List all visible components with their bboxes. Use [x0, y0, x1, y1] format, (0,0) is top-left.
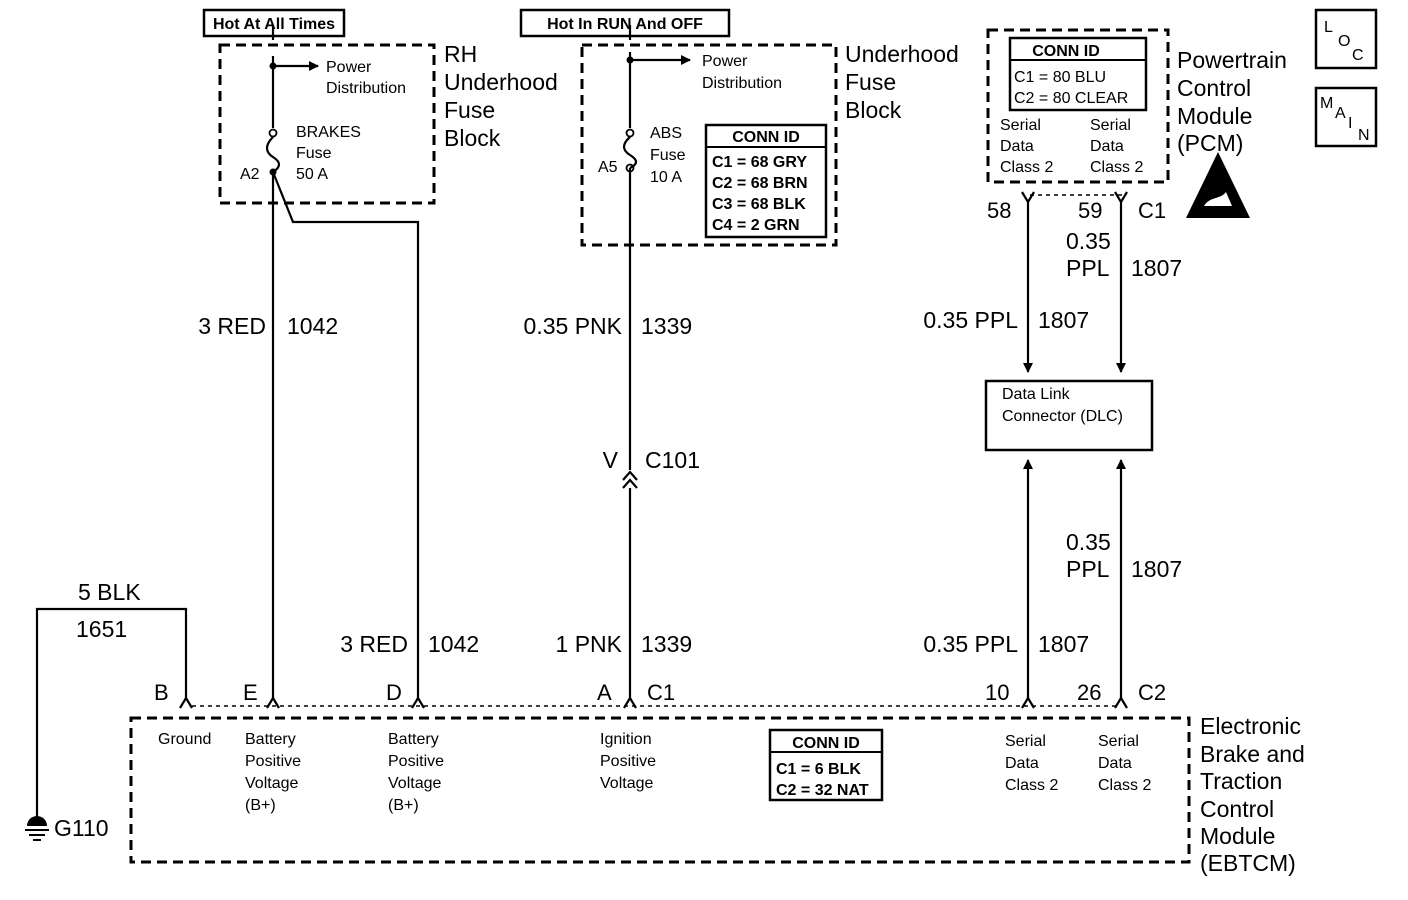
- svg-text:M: M: [1320, 95, 1333, 112]
- ebtcm-serial-left-text: Serial Data Class 2: [1005, 733, 1058, 794]
- ebtcm-pin-b: B: [154, 680, 169, 705]
- ebtcm-title: Electronic Brake and Traction Control Mo…: [1200, 713, 1311, 876]
- eb-right-circuit: 1807: [1131, 556, 1182, 582]
- ebtcm-bat2-text: Battery Positive Voltage (B+): [388, 731, 448, 814]
- uh-pin-a5: A5: [598, 159, 618, 176]
- ground-icon: [25, 816, 49, 841]
- pcm-right-color: 0.35 PPL: [1066, 228, 1117, 281]
- ground-circuit: 1651: [76, 616, 127, 642]
- c101-label: C101: [645, 447, 700, 473]
- ebtcm-pin-10-terminal: [1021, 695, 1035, 709]
- uh-block-title: Underhood Fuse Block: [845, 41, 965, 123]
- ebtcm-conn-id-box: CONN ID C1 = 6 BLK C2 = 32 NAT: [768, 728, 884, 802]
- ebtcm-pin-d-terminal: [411, 695, 425, 709]
- pcm-right-circuit: 1807: [1131, 255, 1182, 281]
- abs-fuse-symbol: [622, 136, 638, 169]
- svg-text:C: C: [1352, 47, 1364, 64]
- underhood-fuse-block: Underhood Fuse Block Power Distribution …: [580, 25, 965, 247]
- pcm-left-circuit: 1807: [1038, 307, 1089, 333]
- w4-circuit: 1339: [641, 631, 692, 657]
- wire-pnk-1339: 0.35 PNK 1339 V C101 1 PNK 1339: [524, 168, 700, 700]
- pcm-serial-right-text: Serial Data Class 2: [1090, 117, 1143, 176]
- c101-pin-v: V: [603, 447, 619, 473]
- ebtcm-pin-b-terminal: [179, 695, 193, 709]
- svg-text:A: A: [1335, 105, 1346, 122]
- w1-circuit: 1042: [287, 313, 338, 339]
- w4-color: 1 PNK: [556, 631, 623, 657]
- rh-power-dist-text: Power Distribution: [326, 59, 406, 97]
- ebtcm-pin-10: 10: [985, 680, 1009, 705]
- w3-circuit: 1042: [428, 631, 479, 657]
- ebtcm-pin-e: E: [243, 680, 258, 705]
- pcm-conn-id-box: CONN ID C1 = 80 BLU C2 = 80 CLEAR: [1008, 36, 1148, 112]
- wire-red-1042-right: 3 RED 1042: [271, 171, 479, 700]
- wire-pcm-58-to-dlc: 0.35 PPL 1807: [923, 202, 1089, 373]
- svg-text:CONN ID: CONN ID: [792, 735, 860, 752]
- ebtcm-serial-right-text: Serial Data Class 2: [1098, 733, 1151, 794]
- pcm-pin-58: 58: [987, 198, 1011, 223]
- wire-ebtcm-10-to-dlc: 0.35 PPL 1807: [923, 459, 1089, 700]
- pcm-title: Powertrain Control Module (PCM): [1177, 47, 1293, 156]
- ebtcm-ign-text: Ignition Positive Voltage: [600, 731, 660, 792]
- main-icon: M A I N: [1314, 86, 1378, 148]
- wire-pcm-59-to-dlc: 0.35 PPL 1807: [1066, 202, 1182, 373]
- eb-right-color: 0.35 PPL: [1066, 529, 1117, 582]
- svg-text:C1 = 68 GRY C2 = 68 BR: C1 = 68 GRY C2 = 68 BRN C3 = 68 BLK C4 =…: [712, 154, 812, 234]
- ground-color: 5 BLK: [78, 579, 141, 605]
- ebtcm-pin-c2: C2: [1138, 680, 1166, 705]
- ebtcm-bat1-text: Battery Positive Voltage (B+): [245, 731, 305, 814]
- ebtcm-pin-c1: C1: [647, 680, 675, 705]
- svg-text:N: N: [1358, 127, 1370, 144]
- ebtcm-module: Electronic Brake and Traction Control Mo…: [129, 680, 1311, 876]
- c101-inline-connector: [622, 470, 638, 489]
- w2-color: 0.35 PNK: [524, 313, 623, 339]
- pcm-pin-59-terminal: [1114, 191, 1128, 205]
- w2-circuit: 1339: [641, 313, 692, 339]
- w1-color: 3 RED: [198, 313, 266, 339]
- w3-color: 3 RED: [340, 631, 408, 657]
- ebtcm-pin-a-terminal: [623, 695, 637, 709]
- uh-power-dist-text: Power Distribution: [702, 53, 782, 92]
- svg-text:CONN ID: CONN ID: [732, 129, 800, 146]
- esd-warning-icon: [1186, 152, 1250, 218]
- rh-pin-a2: A2: [240, 166, 260, 183]
- data-link-connector: Data Link Connector (DLC): [984, 379, 1154, 452]
- loc-icon: L O C: [1314, 8, 1378, 70]
- ebtcm-pin-a: A: [597, 680, 612, 705]
- wire-ground-blk-1651: 5 BLK 1651 G110: [25, 579, 188, 841]
- rh-fuse-block: RH Underhood Fuse Block Power Distributi…: [218, 25, 564, 205]
- dlc-text: Data Link Connector (DLC): [1002, 386, 1123, 425]
- svg-text:C1 = 80 BLU C2 = 80 CL: C1 = 80 BLU C2 = 80 CLEAR: [1014, 69, 1128, 107]
- ebtcm-pin-26: 26: [1077, 680, 1101, 705]
- uh-conn-id-box: CONN ID C1 = 68 GRY C2 = 68 BRN C3 = 68 …: [704, 123, 828, 239]
- brakes-fuse-symbol: [265, 136, 281, 173]
- rh-block-title: RH Underhood Fuse Block: [444, 41, 564, 151]
- ground-g110: G110: [54, 815, 109, 841]
- eb-left-circuit: 1807: [1038, 631, 1089, 657]
- pcm-serial-left-text: Serial Data Class 2: [1000, 117, 1053, 176]
- hot-always-text: Hot At All Times: [213, 16, 335, 33]
- ebtcm-ground-text: Ground: [158, 731, 211, 748]
- pcm-module: Powertrain Control Module (PCM) CONN ID …: [986, 28, 1293, 223]
- pcm-left-color: 0.35 PPL: [923, 307, 1018, 333]
- hot-in-run-off-label: Hot In RUN And OFF: [519, 8, 731, 38]
- eb-left-color: 0.35 PPL: [923, 631, 1018, 657]
- pcm-connector-c1: C1: [1138, 198, 1166, 223]
- pcm-pin-59: 59: [1078, 198, 1102, 223]
- brakes-fuse-text: BRAKES Fuse 50 A: [296, 124, 365, 183]
- ebtcm-pin-e-terminal: [266, 695, 280, 709]
- hot-run-off-text: Hot In RUN And OFF: [547, 16, 703, 33]
- wire-ebtcm-26-to-dlc: 0.35 PPL 1807: [1066, 459, 1182, 700]
- ebtcm-pin-26-terminal: [1114, 695, 1128, 709]
- svg-text:L: L: [1324, 19, 1333, 36]
- svg-text:I: I: [1348, 115, 1352, 132]
- wire-red-1042-left: 3 RED 1042: [198, 172, 338, 700]
- svg-text:C1 = 6 BLK C2 = 32 NAT: C1 = 6 BLK C2 = 32 NAT: [776, 761, 869, 799]
- abs-fuse-text: ABS Fuse 10 A: [650, 125, 690, 186]
- ebtcm-pin-d: D: [386, 680, 402, 705]
- svg-text:CONN ID: CONN ID: [1032, 43, 1100, 60]
- pcm-pin-58-terminal: [1021, 191, 1035, 205]
- svg-text:O: O: [1338, 33, 1350, 50]
